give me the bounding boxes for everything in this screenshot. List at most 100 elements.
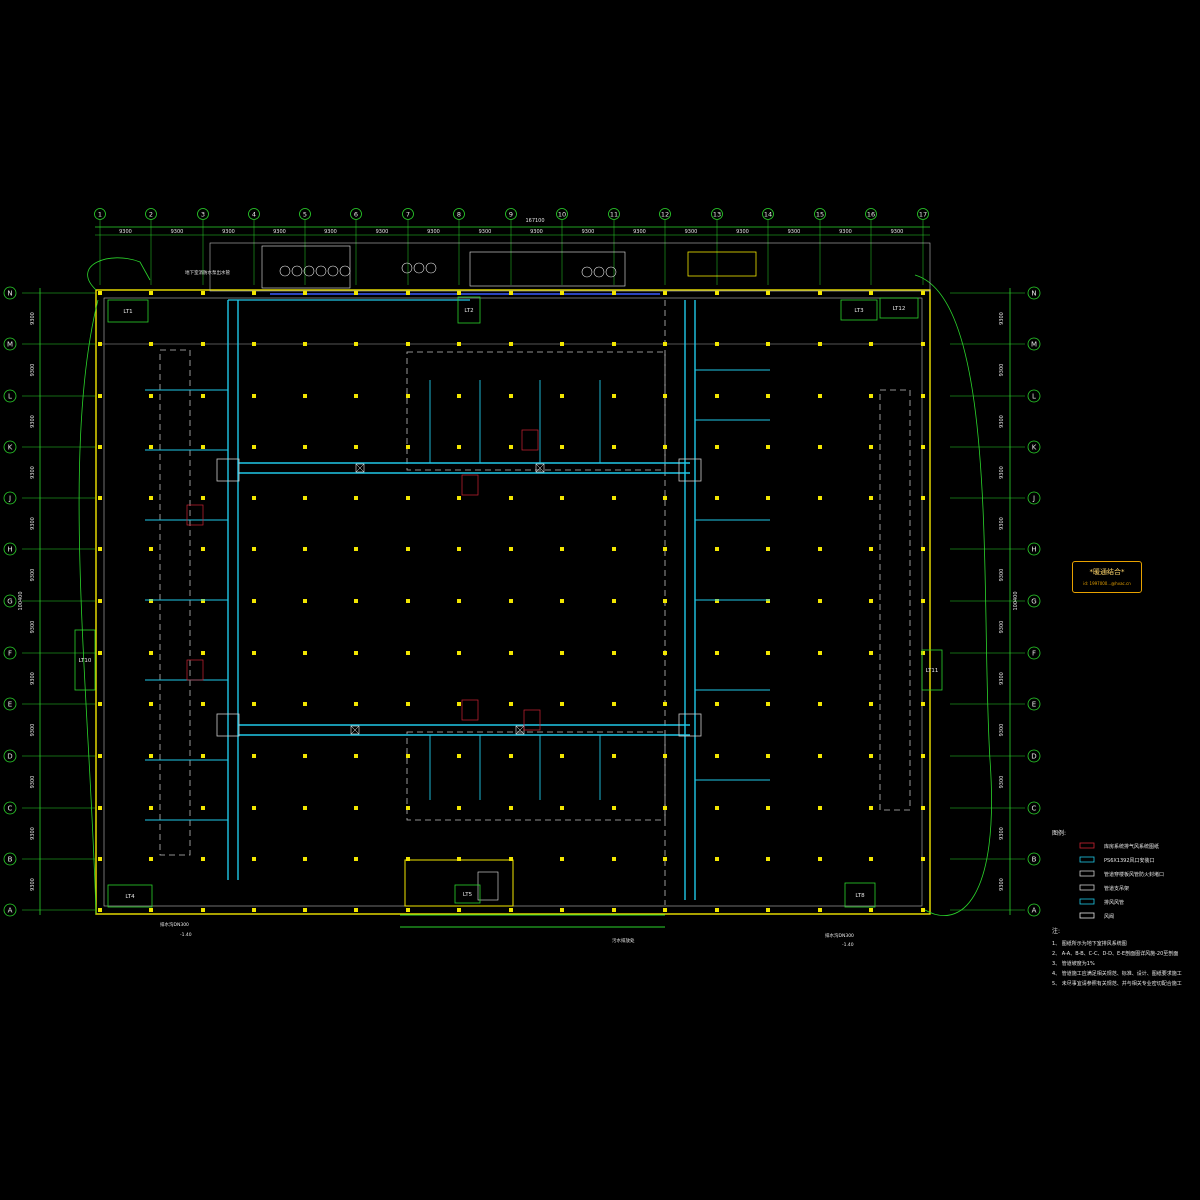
legend-symbol bbox=[1079, 856, 1095, 863]
col-axis-label: 15 bbox=[816, 211, 824, 219]
row-axis-bubble bbox=[3, 749, 17, 763]
column-marker bbox=[457, 754, 461, 758]
row-axis-label: L bbox=[8, 393, 12, 401]
column-marker bbox=[766, 908, 770, 912]
left-dim-text: 9300 bbox=[30, 415, 36, 428]
column-marker bbox=[98, 599, 102, 603]
column-marker bbox=[354, 651, 358, 655]
row-axis-label: E bbox=[8, 701, 12, 709]
col-axis-bubble bbox=[659, 208, 671, 220]
column-marker bbox=[560, 394, 564, 398]
column-marker bbox=[354, 806, 358, 810]
room-label-lt12: LT12 bbox=[893, 306, 906, 312]
row-axis-label: C bbox=[8, 805, 13, 813]
fire-damper-cross bbox=[350, 725, 360, 735]
pump-tank bbox=[413, 262, 425, 274]
right-dim-text: 9300 bbox=[999, 724, 1005, 737]
column-marker bbox=[149, 291, 153, 295]
column-marker bbox=[98, 547, 102, 551]
column-marker bbox=[509, 599, 513, 603]
column-marker bbox=[612, 291, 616, 295]
site-curve-e bbox=[914, 274, 992, 916]
row-axis-bubble bbox=[1027, 542, 1041, 556]
column-marker bbox=[201, 908, 205, 912]
column-marker bbox=[715, 394, 719, 398]
column-marker bbox=[406, 908, 410, 912]
column-marker bbox=[921, 857, 925, 861]
column-marker bbox=[663, 291, 667, 295]
column-marker bbox=[921, 342, 925, 346]
column-marker bbox=[201, 342, 205, 346]
col-axis-label: 5 bbox=[303, 211, 307, 219]
stair-room-lt5 bbox=[454, 884, 481, 904]
column-marker bbox=[457, 857, 461, 861]
column-marker bbox=[149, 599, 153, 603]
column-marker bbox=[715, 291, 719, 295]
row-axis-bubble bbox=[1027, 697, 1041, 711]
column-marker bbox=[612, 806, 616, 810]
row-axis-bubble bbox=[1027, 903, 1041, 917]
legend-symbol bbox=[1079, 884, 1095, 891]
row-axis-label: G bbox=[1031, 598, 1036, 606]
duct-layer bbox=[145, 299, 770, 900]
column-marker bbox=[869, 547, 873, 551]
row-axis-label: F bbox=[8, 650, 12, 658]
col-axis-bubble bbox=[814, 208, 826, 220]
column-marker bbox=[612, 445, 616, 449]
row-axis-label: K bbox=[8, 444, 13, 452]
column-marker bbox=[663, 908, 667, 912]
row-axis-bubble bbox=[3, 646, 17, 660]
south-core bbox=[404, 859, 514, 907]
top-dim-text: 9300 bbox=[685, 229, 698, 235]
row-axis-bubble bbox=[1027, 594, 1041, 608]
column-marker bbox=[818, 651, 822, 655]
column-marker bbox=[252, 394, 256, 398]
col-axis-bubble bbox=[762, 208, 774, 220]
row-axis-label: A bbox=[8, 907, 13, 915]
column-marker bbox=[201, 702, 205, 706]
column-marker bbox=[818, 394, 822, 398]
column-marker bbox=[149, 857, 153, 861]
column-marker bbox=[149, 342, 153, 346]
col-axis-label: 4 bbox=[252, 211, 256, 219]
column-marker bbox=[406, 394, 410, 398]
column-marker bbox=[869, 806, 873, 810]
column-marker bbox=[509, 754, 513, 758]
column-marker bbox=[869, 651, 873, 655]
column-marker bbox=[715, 651, 719, 655]
right-dim-text: 9300 bbox=[999, 878, 1005, 891]
pump-tank bbox=[401, 262, 413, 274]
left-dim-text: 9300 bbox=[30, 776, 36, 789]
row-axis-label: M bbox=[1031, 341, 1037, 349]
column-markers bbox=[98, 291, 925, 912]
column-marker bbox=[921, 806, 925, 810]
column-marker bbox=[869, 394, 873, 398]
fire-damper bbox=[535, 463, 545, 473]
tank bbox=[593, 266, 605, 278]
col-axis-label: 9 bbox=[509, 211, 513, 219]
column-marker bbox=[149, 754, 153, 758]
column-marker bbox=[201, 445, 205, 449]
column-marker bbox=[663, 599, 667, 603]
label-level-left: -1.40 bbox=[180, 932, 192, 938]
right-dim-text: 9300 bbox=[999, 569, 1005, 582]
column-marker bbox=[457, 496, 461, 500]
column-marker bbox=[509, 702, 513, 706]
right-dim-text: 9300 bbox=[999, 672, 1005, 685]
column-marker bbox=[766, 342, 770, 346]
column-marker bbox=[560, 754, 564, 758]
column-marker bbox=[303, 445, 307, 449]
title-stamp: *暖通结合* id: 1997000...@hvac.cn bbox=[1072, 561, 1142, 593]
south-stair bbox=[477, 871, 499, 901]
left-dim-text: 9300 bbox=[30, 621, 36, 634]
pump-tank bbox=[303, 265, 315, 277]
fire-damper-cross bbox=[515, 725, 525, 735]
column-marker bbox=[406, 857, 410, 861]
legend-item: PS6X1392风口安装口 bbox=[1104, 857, 1155, 864]
legend-layer: 图例:库房系统排气风系统图纸PS6X1392风口安装口管道穿楼板风管防火封堵口管… bbox=[1052, 829, 1182, 987]
column-marker bbox=[252, 445, 256, 449]
column-marker bbox=[921, 445, 925, 449]
column-marker bbox=[766, 754, 770, 758]
column-marker bbox=[766, 547, 770, 551]
pump-tank bbox=[291, 265, 303, 277]
